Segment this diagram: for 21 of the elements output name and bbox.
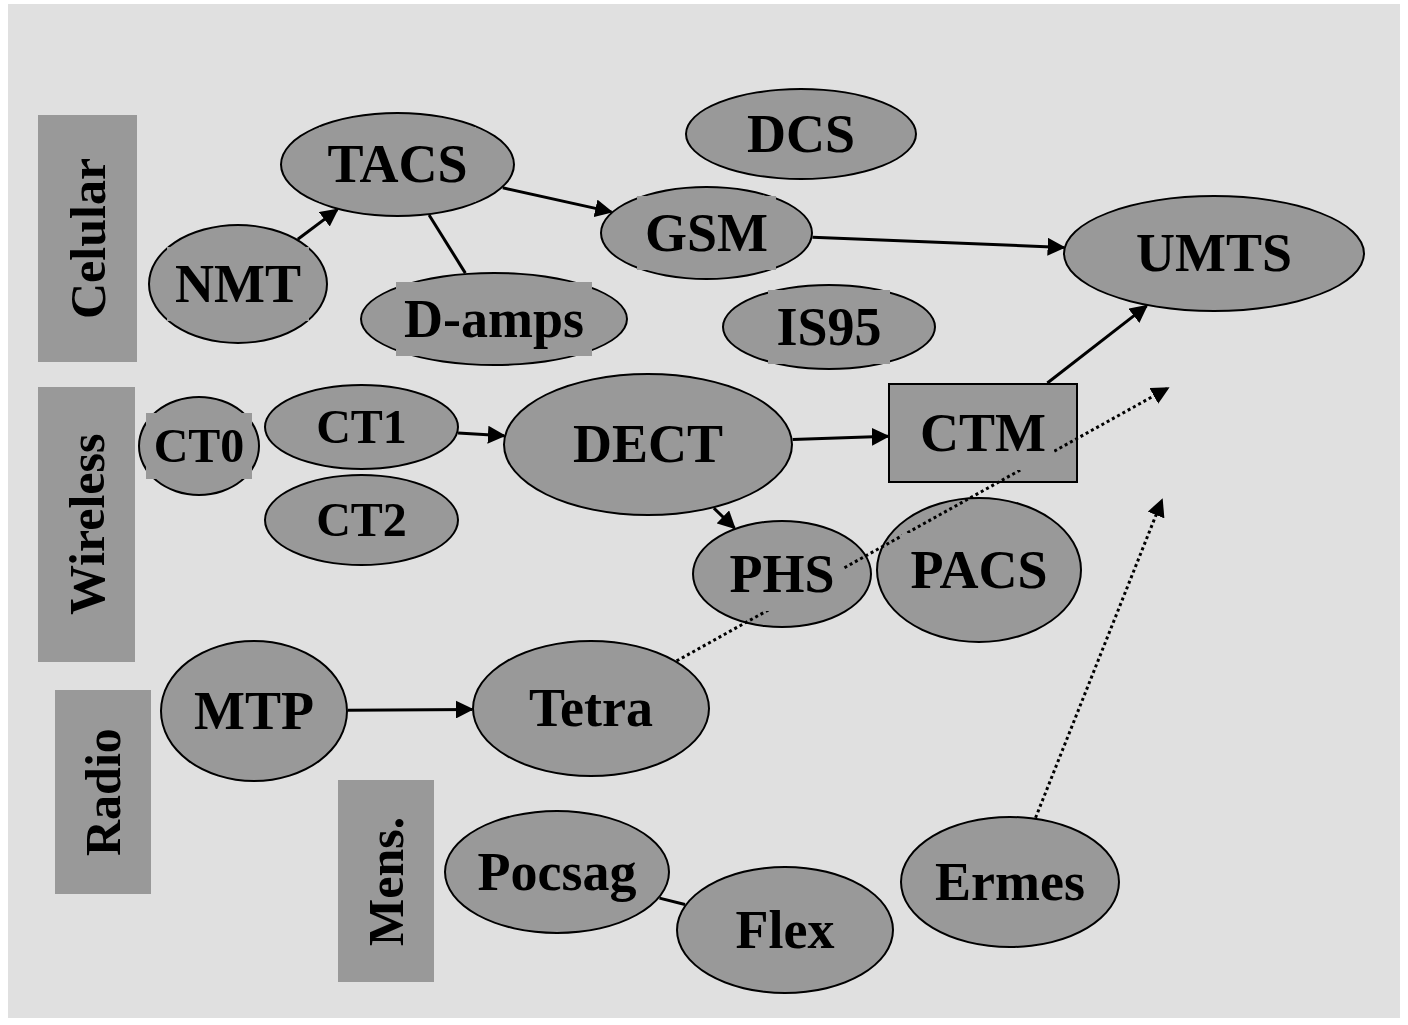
arrow [296, 208, 339, 241]
standard-name: DCS [739, 96, 863, 172]
standard-name: NMT [167, 246, 309, 322]
standard-name: IS95 [768, 289, 890, 365]
standard-name: GSM [637, 195, 776, 271]
arrow [348, 700, 474, 719]
dotted-arrow [1034, 498, 1165, 819]
arrow [502, 186, 614, 218]
arrow [1046, 304, 1149, 385]
arrow [792, 427, 890, 446]
category-label: Celular [38, 115, 137, 362]
standard-name: CT0 [145, 412, 253, 480]
category-label: Mens. [338, 780, 434, 982]
arrow [712, 507, 736, 530]
standard-name: TACS [319, 127, 476, 202]
standard-name: D-amps [396, 281, 592, 357]
connector-line [427, 214, 467, 274]
connector-line [659, 896, 686, 906]
category-label: Radio [55, 690, 151, 894]
standard-box [888, 383, 1078, 483]
category-label: Wireless [38, 387, 135, 662]
